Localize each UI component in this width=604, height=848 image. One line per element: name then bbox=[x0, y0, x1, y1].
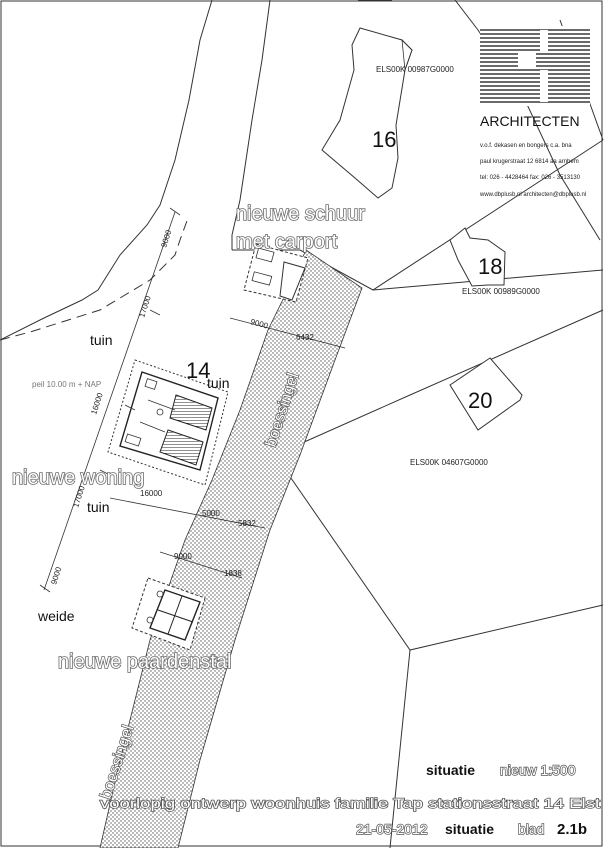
title-sheet-word: blad bbox=[518, 821, 544, 837]
firm-line-4: www.dbplusb.nl architecten@dbplusb.nl bbox=[479, 192, 586, 198]
title-date: 21-05-2012 bbox=[356, 821, 428, 837]
title-project: voorlopig ontwerp woonhuis familie Tap s… bbox=[100, 795, 600, 811]
firm-line-1: v.o.f. dekasen en bongers c.a. bna bbox=[480, 143, 572, 149]
house-number-18: 18 bbox=[478, 254, 502, 279]
dimension-lines bbox=[39, 207, 346, 593]
dim-5000: 5000 bbox=[202, 509, 220, 518]
label-nieuwe-paardenstal: nieuwe paardenstal bbox=[58, 651, 231, 673]
plot-18-id: ELS00K 00989G0000 bbox=[462, 287, 540, 296]
dim-9000-stal: 9000 bbox=[174, 552, 192, 561]
label-peil: peil 10.00 m + NAP bbox=[32, 380, 101, 389]
label-tuin-1: tuin bbox=[90, 332, 113, 348]
dim-9000-schuur: 9000 bbox=[249, 317, 269, 330]
dim-6432: 6432 bbox=[296, 333, 314, 342]
house-number-20: 20 bbox=[468, 388, 492, 413]
dim-5832: 5832 bbox=[238, 519, 256, 528]
shed-carport-building bbox=[243, 243, 309, 303]
label-tuin-3: tuin bbox=[87, 499, 110, 515]
house-20-outline bbox=[449, 357, 523, 431]
label-met-carport: met carport bbox=[236, 231, 338, 253]
label-nieuwe-woning: nieuwe woning bbox=[12, 467, 144, 489]
label-nieuwe-schuur: nieuwe schuur bbox=[236, 203, 365, 225]
dim-1838: 1838 bbox=[224, 569, 242, 578]
house-number-16: 16 bbox=[372, 127, 396, 152]
road-edge-left bbox=[0, 0, 213, 341]
house-18-outline bbox=[449, 227, 506, 287]
house-number-14: 14 bbox=[186, 358, 210, 383]
horse-stable-building bbox=[131, 577, 206, 651]
dashed-boundary bbox=[0, 217, 189, 341]
dim-16000-vertical: 16000 bbox=[89, 391, 105, 415]
label-tuin-2: tuin bbox=[207, 375, 230, 391]
firm-line-2: paul krugerstraat 12 6814 aa arnhem bbox=[480, 159, 579, 165]
firm-name: ARCHITECTEN bbox=[480, 113, 580, 129]
title-situatie-bold: situatie bbox=[426, 762, 475, 778]
plot-16-id: ELS00K 00987G0000 bbox=[376, 65, 454, 74]
title-sheet-bold: situatie bbox=[445, 821, 494, 837]
dim-9000-top: 9000 bbox=[159, 228, 173, 248]
title-situatie-scale: nieuw 1:500 bbox=[500, 762, 576, 778]
title-sheet-number: 2.1b bbox=[557, 821, 587, 838]
firm-logo bbox=[480, 26, 590, 106]
new-house-building bbox=[107, 359, 229, 486]
dim-16000-horizontal: 16000 bbox=[140, 489, 163, 498]
plot-20-id: ELS00K 04607G0000 bbox=[410, 458, 488, 467]
boessingel-strip bbox=[99, 249, 363, 848]
dim-17000-top: 17000 bbox=[137, 294, 153, 318]
house-16-outline bbox=[321, 27, 413, 199]
label-weide: weide bbox=[37, 608, 75, 624]
firm-line-3: tel: 026 - 4428464 fax: 026 - 3513130 bbox=[480, 175, 581, 181]
title-block: situatie nieuw 1:500 voorlopig ontwerp w… bbox=[99, 761, 601, 838]
